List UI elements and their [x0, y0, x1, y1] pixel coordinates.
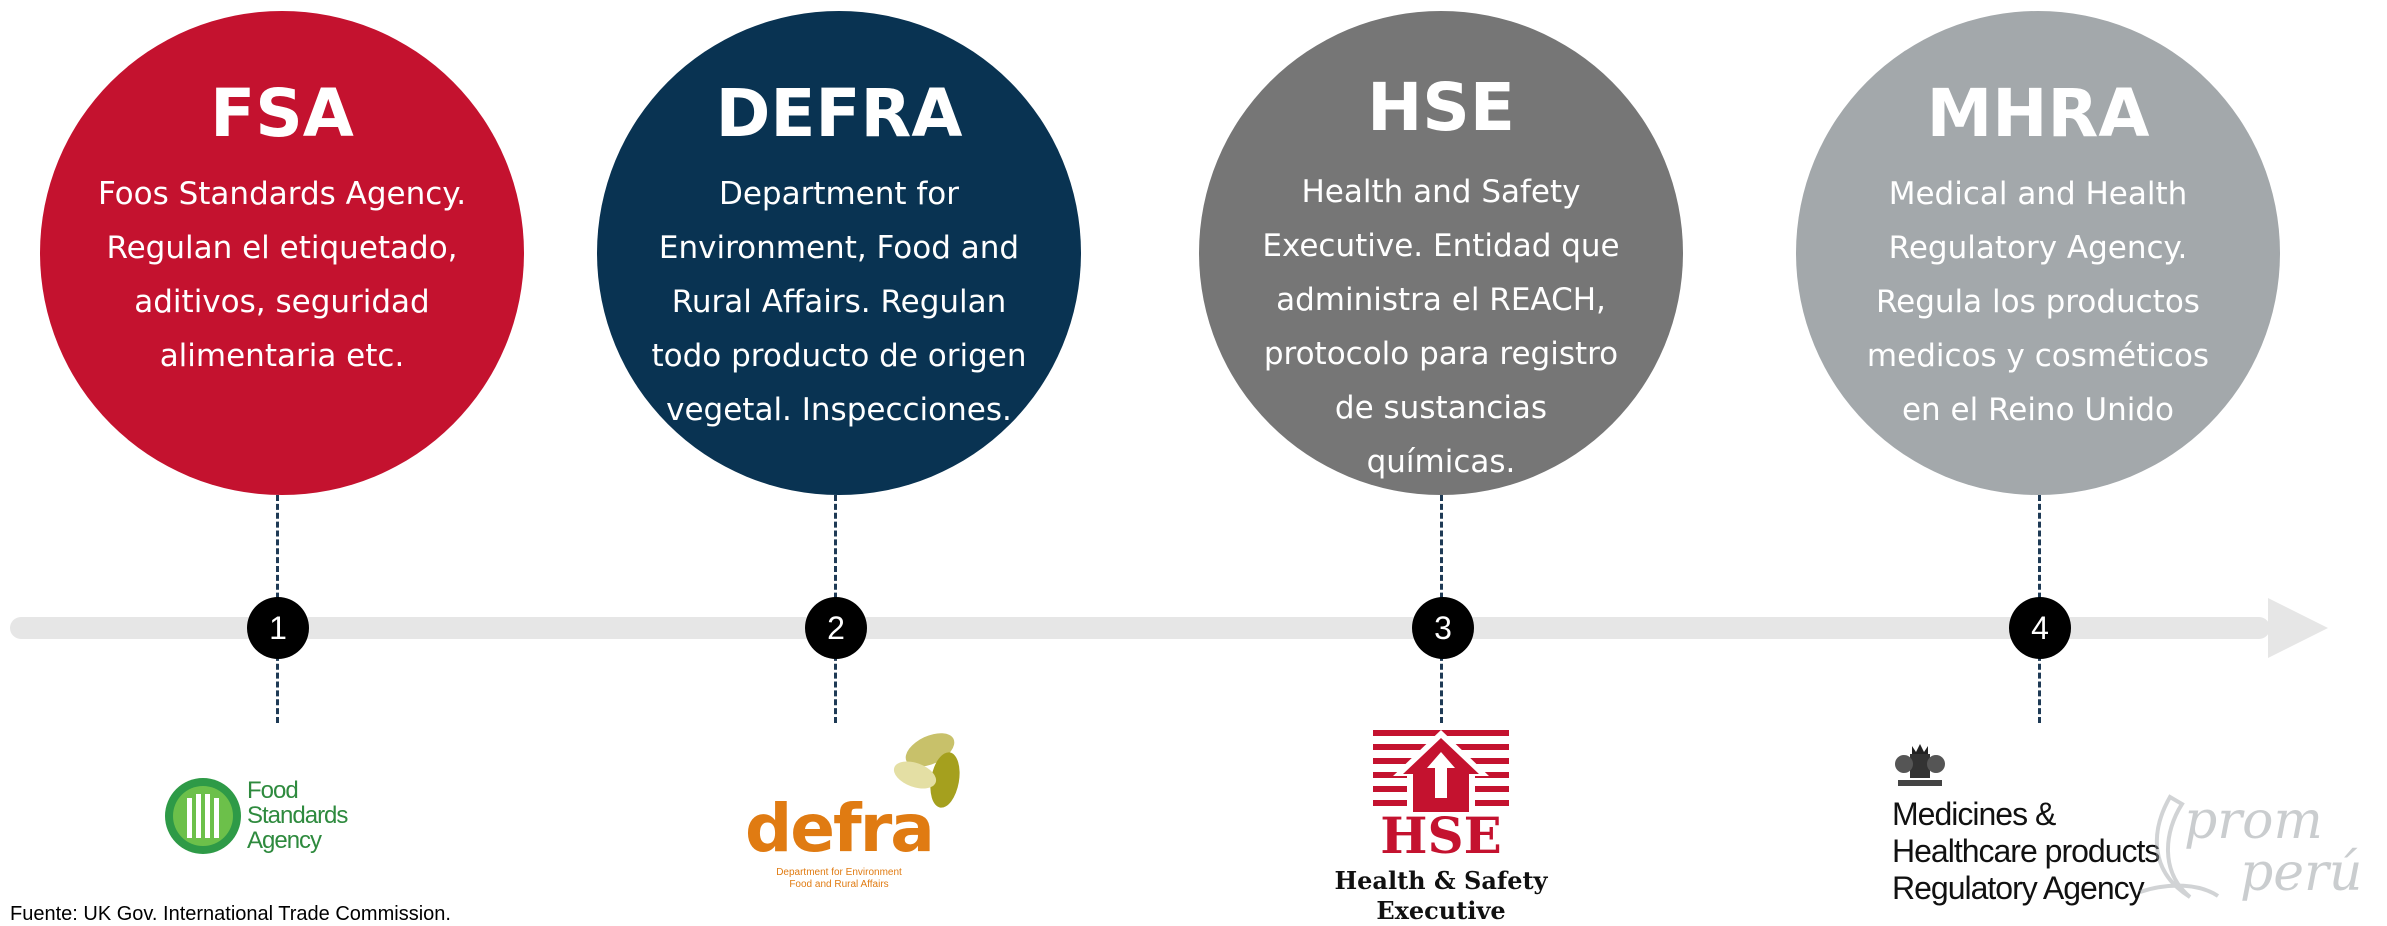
hse-wordmark: HSE	[1380, 806, 1502, 865]
agency-description: Foos Standards Agency. Regulan el etique…	[97, 176, 467, 374]
defra-logo-sub2: Food and Rural Affairs	[789, 879, 889, 890]
promperu-watermark: prom perú	[2130, 792, 2380, 912]
promperu-line1: prom	[2184, 791, 2323, 851]
step-marker-4: 4	[2009, 597, 2071, 659]
agency-description: Medical and Health Regulatory Agency. Re…	[1866, 176, 2210, 428]
timeline-bar	[10, 617, 2270, 639]
fsa-emblem-icon	[165, 778, 241, 854]
hse-house-icon	[1373, 728, 1509, 812]
fsa-circle: FSA Foos Standards Agency. Regulan el et…	[40, 11, 524, 495]
defra-wordmark: defra	[745, 790, 935, 867]
agency-abbr: FSA	[210, 75, 354, 152]
hse-logo-line1: Health & Safety	[1334, 866, 1548, 895]
agency-description: Department for Environment, Food and Rur…	[651, 176, 1027, 428]
defra-circle: DEFRA Department for Environment, Food a…	[597, 11, 1081, 495]
source-note: Fuente: UK Gov. International Trade Comm…	[10, 903, 451, 925]
timeline-arrowhead	[2268, 598, 2328, 658]
hse-logo: HSE Health & Safety Executive	[1326, 728, 1556, 925]
defra-logo: defra Department for Environment Food an…	[745, 720, 965, 890]
promperu-swirl-icon	[2139, 794, 2220, 899]
step-marker-3: 3	[1412, 597, 1474, 659]
promperu-line2: perú	[2240, 843, 2363, 903]
hse-circle: HSE Health and Safety Executive. Entidad…	[1199, 11, 1683, 495]
mhra-logo-line2: Healthcare products	[1892, 833, 2160, 869]
step-marker-2: 2	[805, 597, 867, 659]
mhra-logo: Medicines & Healthcare products Regulato…	[1890, 740, 2200, 910]
agency-abbr: DEFRA	[715, 75, 963, 152]
agency-description: Health and Safety Executive. Entidad que…	[1262, 174, 1620, 480]
step-marker-1: 1	[247, 597, 309, 659]
defra-logo-sub1: Department for Environment	[776, 867, 902, 878]
mhra-circle: MHRA Medical and Health Regulatory Agenc…	[1796, 11, 2280, 495]
fsa-logo-line1: Food	[247, 777, 299, 804]
defra-leaf-icon	[893, 733, 960, 808]
mhra-logo-line1: Medicines &	[1892, 796, 2056, 832]
fsa-logo-line3: Agency	[247, 827, 322, 854]
fsa-logo: Food Standards Agency	[163, 772, 363, 862]
hse-logo-line2: Executive	[1376, 896, 1506, 925]
fsa-logo-line2: Standards	[247, 802, 348, 829]
mhra-logo-line3: Regulatory Agency	[1892, 870, 2145, 906]
agency-abbr: MHRA	[1926, 75, 2150, 152]
agency-abbr: HSE	[1367, 69, 1515, 146]
royal-crest-icon	[1895, 744, 1945, 786]
